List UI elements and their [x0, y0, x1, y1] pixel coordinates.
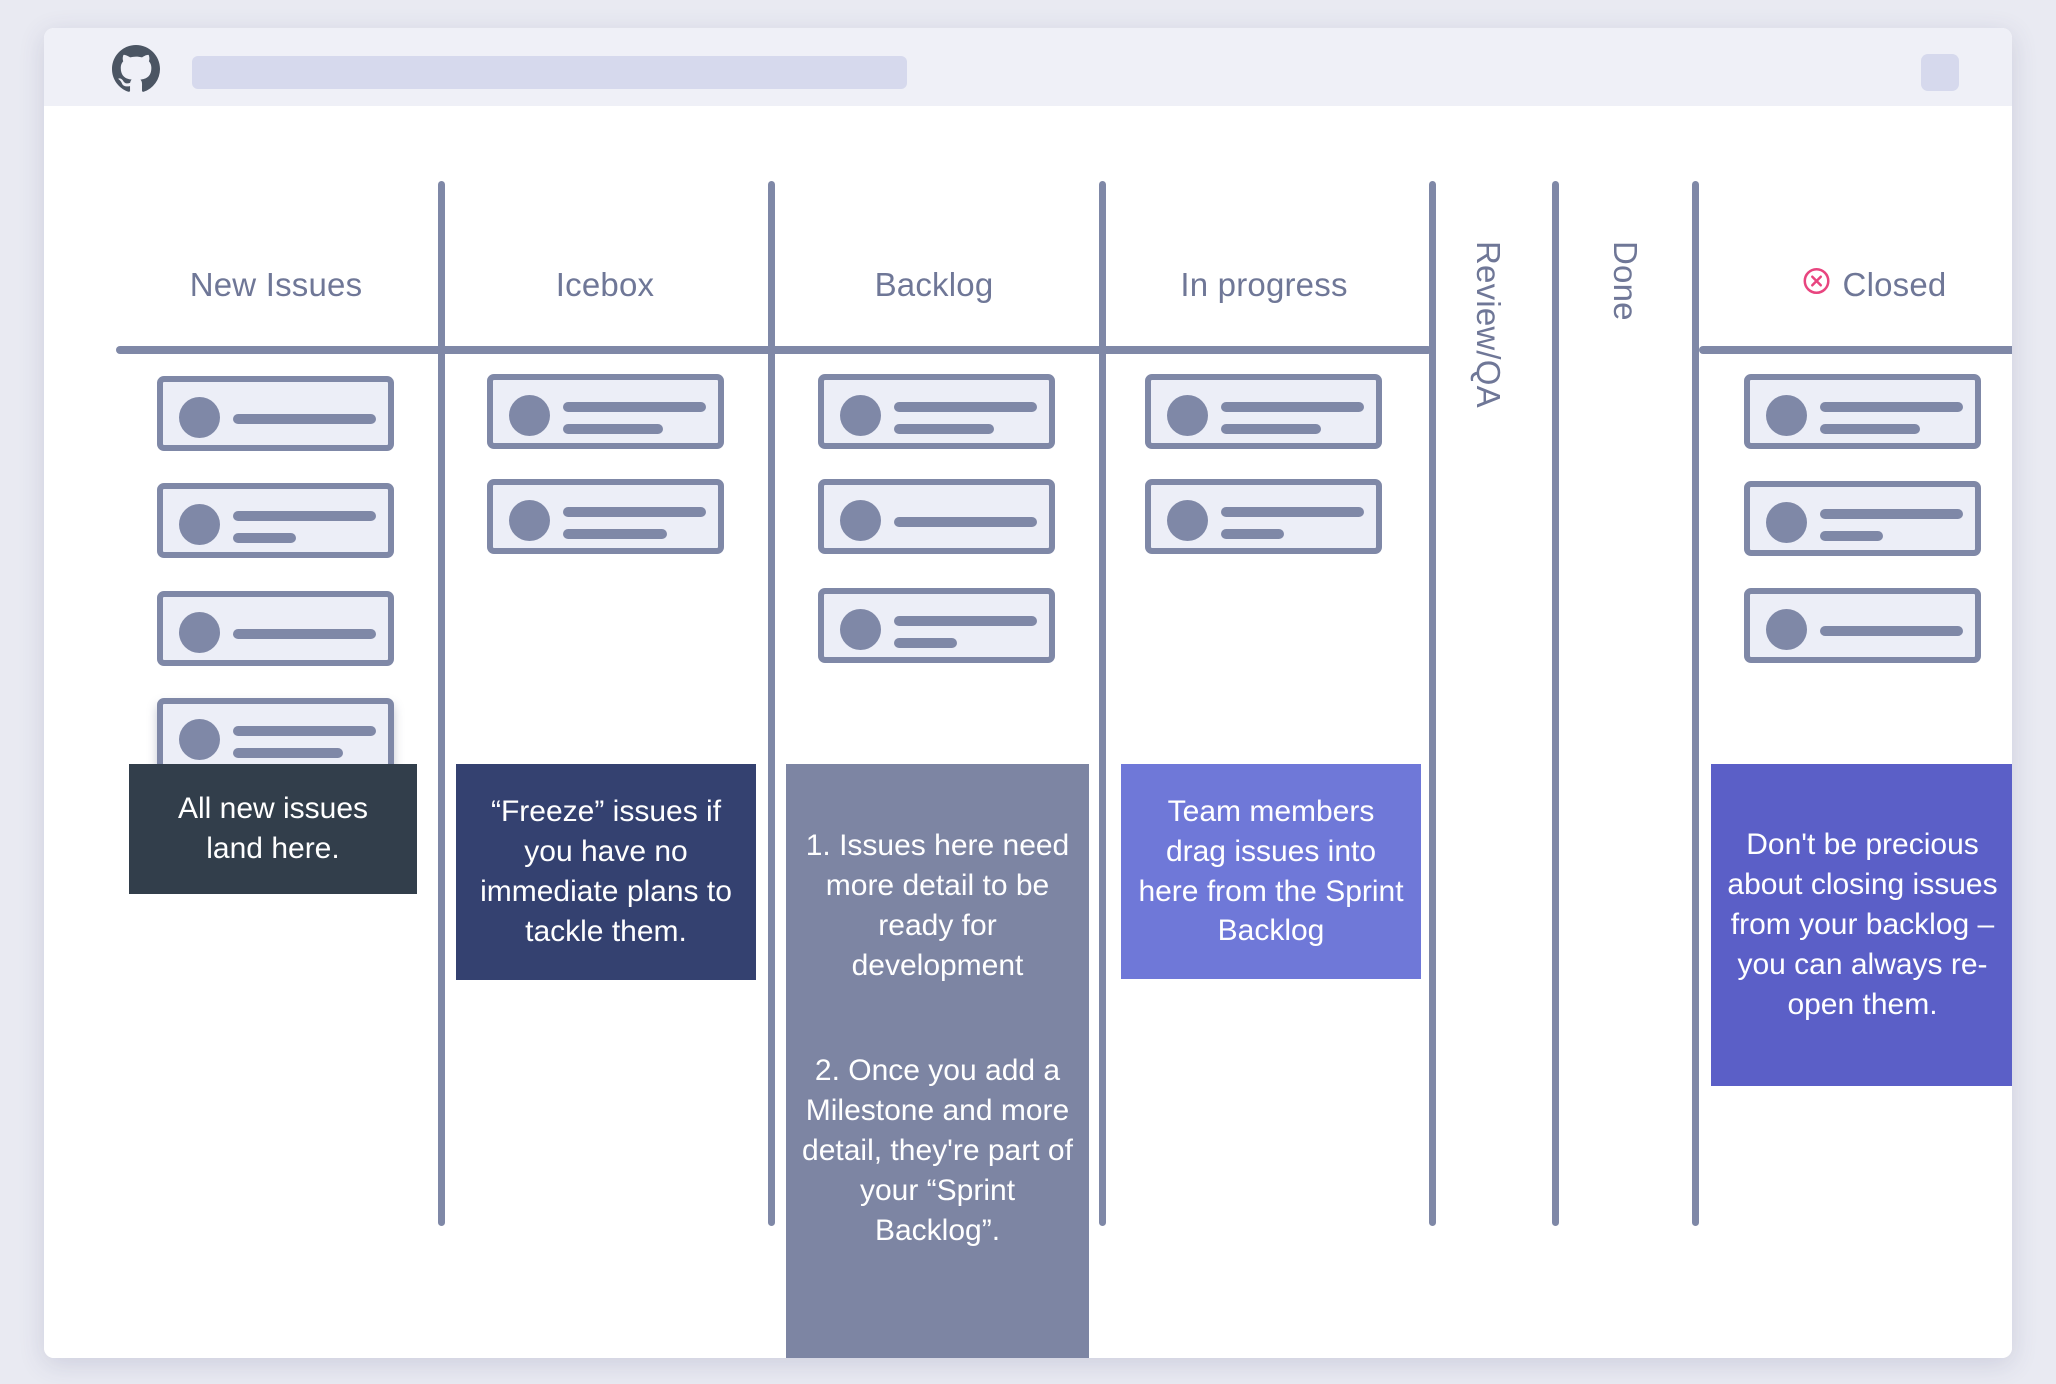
issue-title-bar — [1820, 626, 1963, 636]
issue-meta-bar — [894, 424, 994, 434]
issue-title-bar — [563, 507, 706, 517]
issue-card[interactable] — [1145, 374, 1382, 449]
issue-title-bar — [1221, 507, 1364, 517]
issue-avatar-icon — [840, 500, 881, 541]
issue-title-bar — [1820, 509, 1963, 519]
issue-meta-bar — [894, 638, 957, 648]
issue-card[interactable] — [1744, 588, 1981, 663]
issue-card[interactable] — [157, 591, 394, 666]
address-bar[interactable] — [192, 56, 907, 89]
note-backlog-item-2: 2. Once you add a Milestone and more det… — [802, 1054, 1073, 1247]
issue-card-dragging[interactable] — [157, 698, 394, 773]
issue-card[interactable] — [818, 588, 1055, 663]
issue-avatar-icon — [179, 719, 220, 760]
avatar-placeholder-icon[interactable] — [1921, 54, 1959, 91]
note-new-issues[interactable]: All new issues land here. — [129, 764, 417, 894]
column-divider-1 — [438, 181, 445, 1226]
issue-meta-bar — [1820, 424, 1920, 434]
column-title-in-progress[interactable]: In progress — [1180, 266, 1348, 303]
issue-card[interactable] — [157, 483, 394, 558]
issue-avatar-icon — [1766, 609, 1807, 650]
issue-meta-bar — [1221, 529, 1284, 539]
note-icebox[interactable]: “Freeze” issues if you have no immediate… — [456, 764, 756, 980]
issue-title-bar — [233, 414, 376, 424]
issue-title-bar — [233, 511, 376, 521]
github-octocat-icon[interactable] — [112, 45, 160, 93]
column-divider-4 — [1429, 181, 1436, 1226]
kanban-board: New Issues Icebox Backlog In progress Re… — [44, 106, 2012, 1358]
issue-meta-bar — [233, 533, 296, 543]
note-closed[interactable]: Don't be precious about closing issues f… — [1711, 764, 2012, 1086]
issue-title-bar — [894, 616, 1037, 626]
issue-meta-bar — [563, 424, 663, 434]
issue-meta-bar — [563, 529, 667, 539]
issue-card[interactable] — [818, 479, 1055, 554]
issue-title-bar — [894, 402, 1037, 412]
browser-window: New Issues Icebox Backlog In progress Re… — [44, 28, 2012, 1358]
issue-meta-bar — [1820, 531, 1883, 541]
issue-avatar-icon — [1766, 395, 1807, 436]
issue-card[interactable] — [1744, 481, 1981, 556]
issue-avatar-icon — [1167, 395, 1208, 436]
issue-title-bar — [563, 402, 706, 412]
issue-card[interactable] — [1145, 479, 1382, 554]
issue-meta-bar — [233, 748, 343, 758]
column-title-review-qa[interactable]: Review/QA — [1470, 241, 1507, 408]
issue-avatar-icon — [509, 395, 550, 436]
issue-card[interactable] — [487, 374, 724, 449]
issue-title-bar — [1221, 402, 1364, 412]
issue-title-bar — [1820, 402, 1963, 412]
column-title-new-issues[interactable]: New Issues — [189, 266, 363, 303]
issue-avatar-icon — [179, 397, 220, 438]
issue-card[interactable] — [1744, 374, 1981, 449]
issue-meta-bar — [1221, 424, 1321, 434]
closed-circle-x-icon — [1802, 266, 1832, 304]
column-title-closed-label: Closed — [1842, 266, 1947, 303]
issue-avatar-icon — [840, 395, 881, 436]
issue-avatar-icon — [179, 504, 220, 545]
note-backlog-item-1: 1. Issues here need more detail to be re… — [805, 828, 1070, 982]
issue-title-bar — [233, 629, 376, 639]
header-rule-right — [1699, 346, 2012, 354]
column-title-backlog[interactable]: Backlog — [874, 266, 994, 303]
column-divider-6 — [1692, 181, 1699, 1226]
column-title-closed[interactable]: Closed — [1802, 266, 1947, 304]
issue-avatar-icon — [179, 612, 220, 653]
note-in-progress[interactable]: Team members drag issues into here from … — [1121, 764, 1421, 979]
column-divider-3 — [1099, 181, 1106, 1226]
column-title-icebox[interactable]: Icebox — [555, 266, 655, 303]
issue-title-bar — [894, 517, 1037, 527]
issue-card[interactable] — [157, 376, 394, 451]
issue-card[interactable] — [487, 479, 724, 554]
issue-card[interactable] — [818, 374, 1055, 449]
note-backlog[interactable]: 1. Issues here need more detail to be re… — [786, 764, 1089, 1358]
issue-avatar-icon — [509, 500, 550, 541]
issue-avatar-icon — [1766, 502, 1807, 543]
issue-avatar-icon — [840, 609, 881, 650]
issue-title-bar — [233, 726, 376, 736]
column-title-done[interactable]: Done — [1607, 241, 1644, 321]
column-divider-2 — [768, 181, 775, 1226]
issue-avatar-icon — [1167, 500, 1208, 541]
browser-titlebar — [44, 28, 2012, 107]
column-divider-5 — [1552, 181, 1559, 1226]
